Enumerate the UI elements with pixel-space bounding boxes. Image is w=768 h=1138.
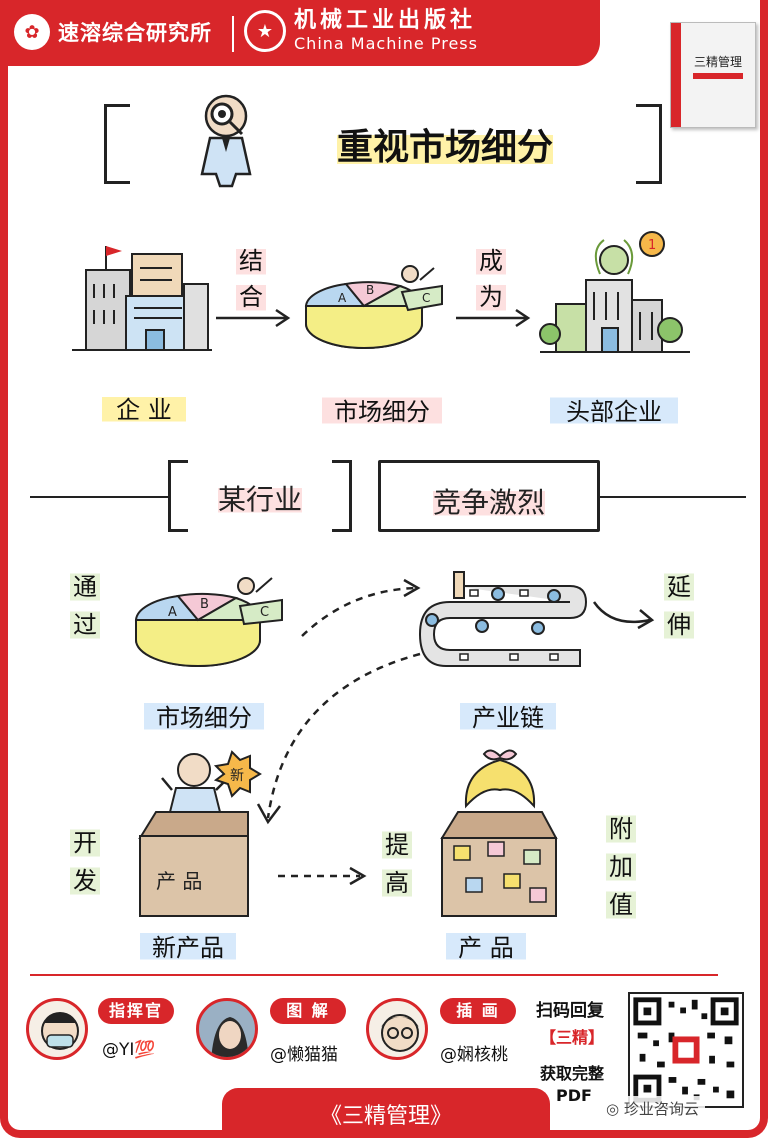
brand-logo-icon: ✿ <box>14 14 50 50</box>
header-bar: ✿ 速溶综合研究所 ★ 机械工业出版社 China Machine Press <box>0 0 600 66</box>
watermark: ◎ 珍业咨询云 <box>600 1096 705 1121</box>
arrow-right-icon <box>216 308 291 328</box>
qr-instruction-4: PDF <box>556 1086 592 1105</box>
book-title-footer: 《三精管理》 <box>319 1104 452 1129</box>
segmentation-pie-icon: A B C <box>304 265 443 349</box>
product-label: 产 品 <box>446 928 526 963</box>
pie-label-a: A <box>338 291 347 305</box>
watermark-text: 珍业咨询云 <box>623 1100 699 1118</box>
footer-divider <box>30 974 718 976</box>
extend-label-2: 伸 <box>664 608 694 642</box>
dashed-arrow-icon <box>278 866 367 886</box>
leading-enterprise-icon: 1 <box>539 231 690 353</box>
qr-instruction-1: 扫码回复 <box>536 1001 604 1021</box>
extend-label-1: 延 <box>664 570 694 604</box>
handle-commander: @YI💯 <box>102 1040 156 1060</box>
page-title: 重视市场细分 <box>290 118 600 178</box>
page-title-text: 重视市场细分 <box>336 127 553 168</box>
book-spine <box>671 23 681 127</box>
handle-illustration: @懒猫猫 <box>270 1045 338 1065</box>
avatar <box>196 998 258 1060</box>
enterprise-building-icon <box>72 246 212 351</box>
arrow-right-icon <box>456 308 531 328</box>
separator-left <box>30 496 168 498</box>
pie-label-b: B <box>366 283 374 297</box>
book-band <box>693 73 743 79</box>
footer-title-bar: 《三精管理》 <box>222 1088 550 1138</box>
brand: ✿ 速溶综合研究所 <box>14 14 212 50</box>
combine-label-2: 合 <box>236 280 266 314</box>
publisher: ★ 机械工业出版社 China Machine Press <box>244 8 478 54</box>
title-bracket-left <box>104 104 130 184</box>
handle-drawing: @娴核桃 <box>440 1045 508 1065</box>
book-title: 三精管理 <box>693 55 742 69</box>
pie-label-a: A <box>168 605 177 620</box>
dashed-arrow-icon <box>301 578 421 637</box>
become-label-2: 为 <box>476 280 506 314</box>
avatar <box>26 998 88 1060</box>
brand-name: 速溶综合研究所 <box>58 21 212 45</box>
arrow-curve-right-icon <box>592 601 655 630</box>
qr-code-image[interactable] <box>628 992 744 1108</box>
role-badge-commander: 指挥官 <box>98 998 174 1024</box>
role-badge-illustration: 图 解 <box>270 998 346 1024</box>
separator-right <box>600 496 746 498</box>
develop-label-1: 开 <box>70 826 100 860</box>
become-label-1: 成 <box>476 244 506 278</box>
competition-label: 竞争激烈 <box>432 486 545 519</box>
value-label-3: 值 <box>606 888 636 922</box>
through-label-1: 通 <box>70 570 100 604</box>
qr-instruction-3: 获取完整 <box>540 1064 605 1083</box>
new-badge-label: 新 <box>230 768 244 784</box>
value-label-2: 加 <box>606 850 636 884</box>
industry-chain-icon <box>418 571 588 667</box>
magnifier-mascot-icon <box>200 94 252 188</box>
publisher-name-cn: 机械工业出版社 <box>294 8 477 33</box>
industry-box: 某行业 <box>168 460 352 532</box>
dashed-curve-arrow-icon <box>256 652 421 825</box>
new-product-label: 新产品 <box>140 928 236 963</box>
header-divider <box>232 16 234 52</box>
publisher-name-en: China Machine Press <box>294 34 478 53</box>
book-cover-image: 三精管理 <box>670 22 756 128</box>
svg-text:1: 1 <box>648 238 656 253</box>
avatar <box>366 998 428 1060</box>
competition-box: 竞争激烈 <box>378 460 600 532</box>
through-label-2: 过 <box>70 608 100 642</box>
title-bracket-right <box>636 104 662 184</box>
segmentation-pie-icon: A B C <box>134 577 283 667</box>
enterprise-label: 企 业 <box>102 390 186 425</box>
product-gift-box-icon <box>440 749 558 917</box>
publisher-emblem-icon: ★ <box>244 10 286 52</box>
chat-bubble-icon: ◎ <box>606 1100 620 1118</box>
develop-label-2: 发 <box>70 864 100 898</box>
qr-instruction-2: 【三精】 <box>540 1028 605 1047</box>
improve-label-1: 提 <box>382 828 412 862</box>
box-product-label: 产 品 <box>156 869 202 893</box>
segmentation-label-2: 市场细分 <box>144 698 264 733</box>
pie-label-b: B <box>200 597 209 612</box>
improve-label-2: 高 <box>382 866 412 900</box>
combine-label-1: 结 <box>236 244 266 278</box>
segmentation-label: 市场细分 <box>322 392 442 427</box>
value-label-1: 附 <box>606 812 636 846</box>
leading-enterprise-label: 头部企业 <box>550 392 678 427</box>
industry-chain-label: 产业链 <box>460 698 556 733</box>
industry-label: 某行业 <box>217 483 302 516</box>
role-badge-drawing: 插 画 <box>440 998 516 1024</box>
pie-label-c: C <box>260 605 269 620</box>
pie-label-c: C <box>422 291 430 305</box>
new-product-box-icon: 新 产 品 <box>138 750 262 917</box>
